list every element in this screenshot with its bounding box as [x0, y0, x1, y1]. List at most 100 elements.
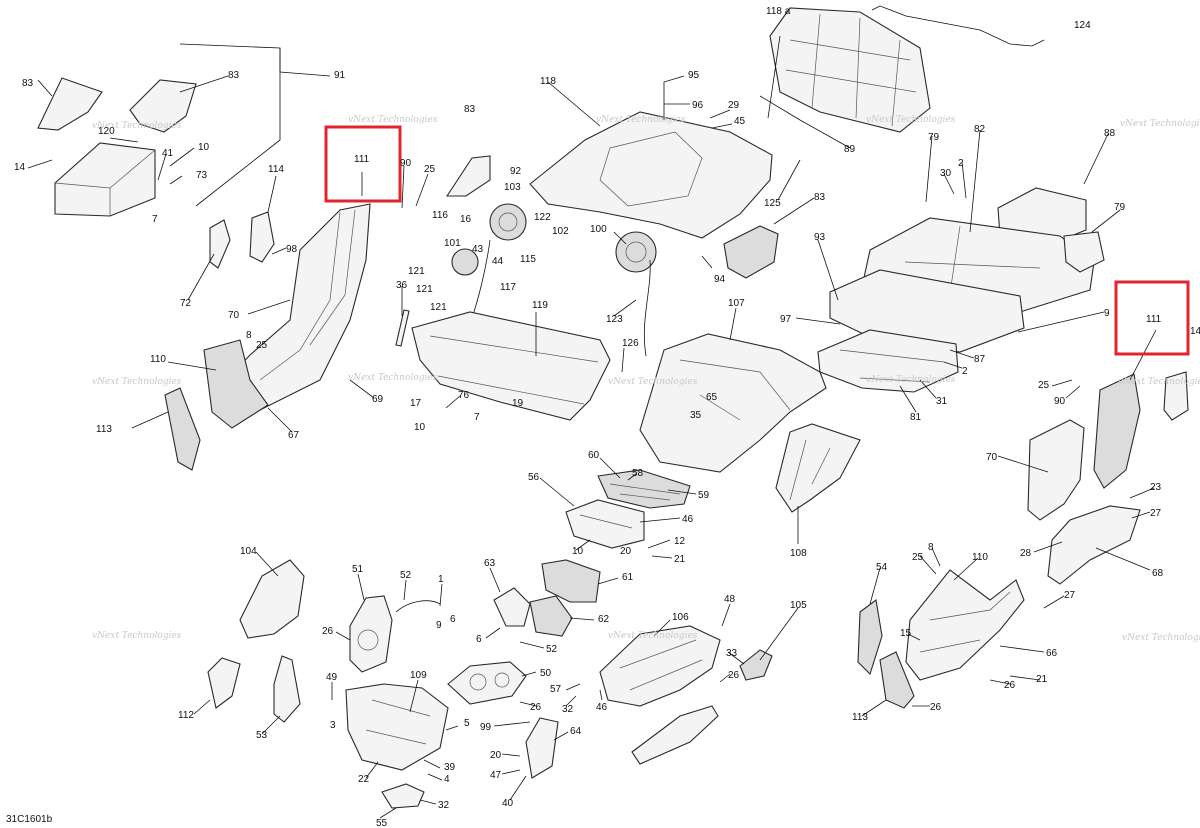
callout-label[interactable]: 108	[790, 548, 807, 559]
callout-label[interactable]: 109	[410, 670, 427, 681]
callout-label[interactable]: 36	[396, 280, 408, 291]
callout-label[interactable]: 44	[492, 256, 504, 267]
callout-label[interactable]: 25	[912, 552, 924, 563]
callout-label[interactable]: 121	[430, 302, 447, 313]
callout-label[interactable]: 61	[622, 572, 634, 583]
callout-label[interactable]: 104	[240, 546, 257, 557]
callout-label[interactable]: 120	[98, 126, 115, 137]
callout-label[interactable]: 49	[326, 672, 338, 683]
callout-label[interactable]: 20	[620, 546, 632, 557]
callout-label[interactable]: 45	[734, 116, 746, 127]
callout-label[interactable]: 70	[986, 452, 998, 463]
callout-label[interactable]: 82	[974, 124, 986, 135]
callout-label[interactable]: 6	[476, 634, 482, 645]
callout-label[interactable]: 7	[152, 214, 158, 225]
callout-label[interactable]: 46	[682, 514, 694, 525]
callout-label[interactable]: 4	[444, 774, 450, 785]
callout-label[interactable]: 55	[376, 818, 388, 828]
callout-label[interactable]: 16	[460, 214, 472, 225]
callout-label[interactable]: 100	[590, 224, 607, 235]
callout-label[interactable]: 113	[852, 712, 868, 723]
callout-label[interactable]: 73	[196, 170, 208, 181]
callout-label[interactable]: 14	[14, 162, 26, 173]
callout-label[interactable]: 25	[256, 340, 268, 351]
callout-label[interactable]: 35	[690, 410, 702, 421]
callout-label[interactable]: 83	[228, 70, 240, 81]
callout-label[interactable]: 54	[876, 562, 888, 573]
callout-label[interactable]: 95	[688, 70, 700, 81]
callout-label[interactable]: 64	[570, 726, 582, 737]
callout-label[interactable]: 30	[940, 168, 952, 179]
callout-label[interactable]: 1	[438, 574, 444, 585]
callout-label[interactable]: 102	[552, 226, 569, 237]
callout-label[interactable]: 39	[444, 762, 456, 773]
callout-label[interactable]: 119	[532, 300, 548, 311]
callout-label[interactable]: 62	[598, 614, 610, 625]
callout-label[interactable]: 88	[1104, 128, 1116, 139]
callout-label[interactable]: 47	[490, 770, 502, 781]
callout-label[interactable]: 66	[1046, 648, 1058, 659]
callout-label[interactable]: 32	[438, 800, 450, 811]
callout-label[interactable]: 83	[814, 192, 826, 203]
callout-label[interactable]: 72	[180, 298, 192, 309]
callout-label[interactable]: 126	[622, 338, 639, 349]
callout-label[interactable]: 121	[416, 284, 433, 295]
callout-label[interactable]: 106	[672, 612, 689, 623]
callout-label[interactable]: 101	[444, 238, 461, 249]
callout-label[interactable]: 110	[150, 354, 166, 365]
callout-label[interactable]: 6	[450, 614, 456, 625]
callout-label[interactable]: 121	[408, 266, 425, 277]
callout-label[interactable]: 79	[1114, 202, 1126, 213]
callout-label[interactable]: 59	[698, 490, 710, 501]
callout-label[interactable]: 113	[96, 424, 112, 435]
callout-label[interactable]: 107	[728, 298, 745, 309]
callout-label[interactable]: 91	[334, 70, 346, 81]
callout-label[interactable]: 40	[502, 798, 514, 809]
callout-label[interactable]: 111	[1146, 314, 1162, 325]
callout-label[interactable]: 118 a	[766, 6, 791, 17]
callout-label[interactable]: 19	[512, 398, 524, 409]
callout-label[interactable]: 125	[764, 198, 781, 209]
callout-label[interactable]: 25	[1038, 380, 1050, 391]
callout-label[interactable]: 94	[714, 274, 726, 285]
callout-label[interactable]: 46	[596, 702, 608, 713]
callout-label[interactable]: 87	[974, 354, 986, 365]
callout-label[interactable]: 31	[936, 396, 948, 407]
callout-label[interactable]: 26	[930, 702, 942, 713]
callout-label[interactable]: 70	[228, 310, 240, 321]
callout-label[interactable]: 41	[162, 148, 174, 159]
callout-label[interactable]: 103	[504, 182, 521, 193]
callout-label[interactable]: 33	[726, 648, 738, 659]
callout-label[interactable]: 115	[520, 254, 536, 265]
callout-label[interactable]: 117	[500, 282, 516, 293]
callout-label[interactable]: 48	[724, 594, 736, 605]
callout-label[interactable]: 8	[928, 542, 934, 553]
callout-label[interactable]: 26	[322, 626, 334, 637]
callout-label[interactable]: 22	[358, 774, 370, 785]
callout-label[interactable]: 5	[464, 718, 470, 729]
callout-label[interactable]: 58	[632, 468, 644, 479]
callout-label[interactable]: 10	[414, 422, 426, 433]
callout-label[interactable]: 56	[528, 472, 540, 483]
callout-label[interactable]: 2	[958, 158, 964, 169]
callout-label[interactable]: 29	[728, 100, 740, 111]
callout-label[interactable]: 90	[400, 158, 412, 169]
callout-label[interactable]: 15	[900, 628, 912, 639]
callout-label[interactable]: 7	[474, 412, 480, 423]
callout-label[interactable]: 8	[246, 330, 252, 341]
callout-label[interactable]: 9	[1104, 308, 1110, 319]
callout-label[interactable]: 23	[1150, 482, 1162, 493]
callout-label[interactable]: 83	[464, 104, 476, 115]
callout-label[interactable]: 53	[256, 730, 268, 741]
callout-label[interactable]: 52	[400, 570, 412, 581]
callout-label[interactable]: 52	[546, 644, 558, 655]
callout-label[interactable]: 26	[728, 670, 740, 681]
callout-label[interactable]: 79	[928, 132, 940, 143]
callout-label[interactable]: 112	[178, 710, 194, 721]
callout-label[interactable]: 20	[490, 750, 502, 761]
callout-label[interactable]: 50	[540, 668, 552, 679]
callout-label[interactable]: 27	[1150, 508, 1162, 519]
callout-label[interactable]: 3	[330, 720, 336, 731]
callout-label[interactable]: 98	[286, 244, 298, 255]
callout-label[interactable]: 111	[354, 154, 370, 165]
